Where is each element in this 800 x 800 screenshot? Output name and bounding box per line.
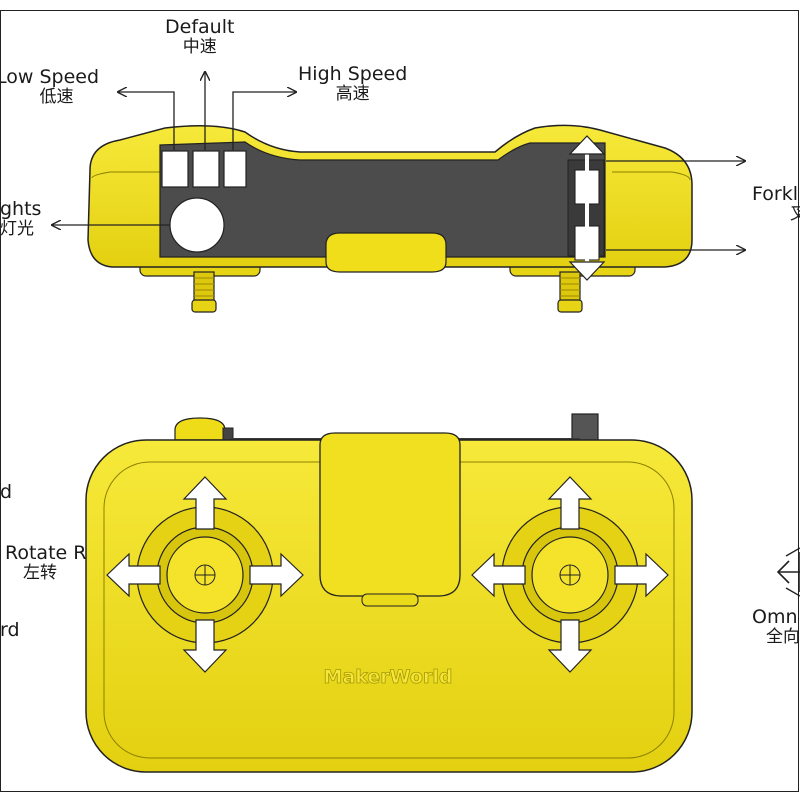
low-speed-label: Low Speed 低速	[0, 66, 100, 108]
left-joystick[interactable]	[136, 506, 274, 644]
right-stick-down-arrow	[547, 619, 593, 673]
rotate-label-en: Rotate R	[5, 542, 87, 564]
top-gray-panel	[159, 141, 606, 258]
lights-label: ghts 灯光	[0, 198, 42, 240]
forklift-label-en: Forkl	[752, 183, 798, 205]
high-speed-callout	[232, 92, 296, 150]
low-speed-button[interactable]	[161, 150, 189, 188]
default-speed-button[interactable]	[192, 150, 220, 188]
forklift-label-zh: 叉	[790, 204, 800, 225]
omni-label-en: Omn	[752, 606, 798, 628]
default-label: Default 中速	[165, 16, 235, 58]
backward-label-en: rd	[0, 619, 20, 641]
omni-label: Omn 全向	[752, 606, 800, 648]
forklift-up-arrow	[568, 135, 606, 155]
default-label-en: Default	[165, 16, 235, 38]
omni-direction-icon	[776, 547, 800, 597]
makerworld-watermark: MakerWorld	[324, 666, 453, 688]
top-center-nub	[325, 232, 447, 273]
low-speed-label-en: Low Speed	[0, 66, 100, 88]
high-speed-label-en: High Speed	[298, 63, 408, 85]
lights-label-zh: 灯光	[0, 219, 34, 240]
forklift-label: Forkl 叉	[752, 183, 800, 225]
high-speed-button[interactable]	[223, 150, 247, 188]
right-stick-right-arrow	[614, 552, 669, 598]
left-stick-up-arrow	[182, 476, 228, 530]
left-stick-left-arrow	[106, 552, 161, 598]
forward-label: d	[0, 481, 13, 503]
left-stick-down-arrow	[182, 619, 228, 673]
right-joystick[interactable]	[501, 506, 639, 644]
rotate-label: Rotate R 左转	[5, 542, 87, 584]
omni-label-zh: 全向	[766, 627, 800, 648]
front-top-knob	[174, 417, 226, 441]
front-center-clip	[319, 432, 461, 597]
diagram-frame	[0, 10, 799, 792]
rotate-label-zh: 左转	[23, 563, 57, 584]
low-speed-callout	[118, 92, 175, 150]
backward-label: rd	[0, 619, 20, 641]
high-speed-label-zh: 高速	[335, 84, 370, 105]
forward-label-en: d	[0, 481, 13, 503]
lights-button[interactable]	[169, 197, 225, 253]
default-label-zh: 中速	[182, 37, 217, 58]
left-stick-right-arrow	[249, 552, 304, 598]
controller-top-view	[52, 72, 745, 313]
right-stick-left-arrow	[471, 552, 526, 598]
high-speed-label: High Speed 高速	[298, 63, 408, 105]
forklift-down-arrow	[568, 261, 606, 281]
controller-front-view: MakerWorld	[85, 413, 693, 773]
right-stick-up-arrow	[547, 476, 593, 530]
lights-label-en: ghts	[0, 198, 42, 220]
low-speed-label-zh: 低速	[39, 87, 74, 108]
